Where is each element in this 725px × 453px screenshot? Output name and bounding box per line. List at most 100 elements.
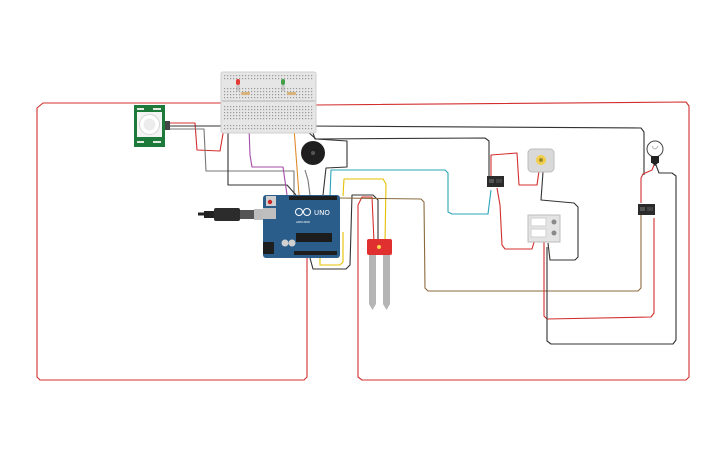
wire-grey-pir-signal[interactable] (170, 128, 295, 195)
wire-red-relay-bulb[interactable] (640, 164, 655, 203)
breadboard[interactable] (220, 71, 317, 134)
breadboard-hole (245, 128, 247, 130)
usb-cable-icon[interactable] (198, 208, 266, 221)
breadboard-hole (224, 97, 226, 99)
wire-black-bb-arduino[interactable] (227, 110, 297, 196)
pir-motion-sensor-icon[interactable] (134, 105, 170, 147)
wire-red-battery-relay[interactable] (543, 218, 655, 320)
breadboard-hole (227, 115, 229, 117)
breadboard-hole (260, 125, 262, 127)
breadboard-hole (227, 128, 229, 130)
breadboard-hole (308, 128, 310, 130)
breadboard-hole (260, 128, 262, 130)
relay-left-icon[interactable] (487, 176, 504, 187)
breadboard-hole (266, 125, 268, 127)
wire-black-battery-bulb[interactable] (546, 164, 677, 345)
breadboard-hole (239, 115, 241, 117)
breadboard-hole (248, 88, 250, 90)
breadboard-hole (236, 106, 238, 108)
breadboard-hole (305, 78, 307, 80)
arduino-uno-icon[interactable]: UNO ARDUINO (263, 195, 340, 258)
breadboard-hole (278, 88, 280, 90)
breadboard-hole (227, 88, 229, 90)
breadboard-hole (311, 128, 313, 130)
breadboard-hole (299, 91, 301, 93)
wire-black-right-rail[interactable] (303, 125, 645, 175)
breadboard-hole (245, 75, 247, 77)
breadboard-hole (266, 78, 268, 80)
breadboard-hole (263, 112, 265, 114)
wire-black-left-relay[interactable] (311, 129, 490, 178)
wire-brown-relay[interactable] (339, 197, 642, 292)
breadboard-hole (263, 94, 265, 96)
led-green[interactable] (281, 79, 285, 91)
breadboard-hole (266, 112, 268, 114)
battery-pack-icon[interactable] (527, 214, 561, 243)
breadboard-hole (251, 109, 253, 111)
breadboard-hole (248, 75, 250, 77)
wire-yellow-soil-b[interactable] (319, 232, 344, 266)
breadboard-hole (284, 97, 286, 99)
breadboard-hole (260, 75, 262, 77)
breadboard-hole (236, 75, 238, 77)
breadboard-hole (233, 78, 235, 80)
wire-red-pir-power[interactable] (170, 122, 225, 152)
relay-right-icon[interactable] (638, 204, 655, 215)
wire-red-right-loop[interactable] (314, 101, 690, 381)
breadboard-hole (281, 106, 283, 108)
breadboard-hole (281, 75, 283, 77)
breadboard-hole (284, 88, 286, 90)
breadboard-hole (284, 94, 286, 96)
resistor-left[interactable] (241, 92, 250, 95)
breadboard-hole (227, 78, 229, 80)
breadboard-hole (281, 109, 283, 111)
breadboard-hole (248, 115, 250, 117)
breadboard-hole (275, 115, 277, 117)
dc-motor-icon[interactable] (527, 148, 555, 173)
wire-black-buzzer[interactable] (299, 124, 348, 196)
soil-moisture-sensor-icon[interactable] (367, 239, 392, 310)
breadboard-hole (242, 118, 244, 120)
wire-grey-top[interactable] (304, 169, 311, 196)
breadboard-hole (257, 97, 259, 99)
breadboard-hole (263, 78, 265, 80)
breadboard-hole (290, 125, 292, 127)
wire-red-relay-motor[interactable] (490, 152, 540, 186)
breadboard-hole (311, 78, 313, 80)
piezo-buzzer-icon[interactable] (301, 141, 325, 165)
wire-black-soil[interactable] (309, 194, 379, 270)
breadboard-hole (227, 118, 229, 120)
wire-red-relay-battery[interactable] (496, 187, 536, 250)
wire-yellow-soil-a[interactable] (342, 178, 387, 243)
breadboard-hole (254, 91, 256, 93)
wire-black-pir-gnd[interactable] (170, 123, 227, 127)
breadboard-hole (260, 115, 262, 117)
breadboard-hole (293, 112, 295, 114)
breadboard-hole (275, 94, 277, 96)
breadboard-hole (272, 112, 274, 114)
resistor-right[interactable] (287, 92, 296, 95)
breadboard-hole (260, 94, 262, 96)
breadboard-hole (290, 91, 292, 93)
breadboard-hole (248, 97, 250, 99)
breadboard-hole (236, 88, 238, 90)
breadboard-hole (227, 97, 229, 99)
breadboard-hole (305, 118, 307, 120)
wire-black-motor-battery[interactable] (540, 171, 579, 261)
breadboard-hole (299, 88, 301, 90)
breadboard-hole (281, 97, 283, 99)
breadboard-hole (272, 78, 274, 80)
breadboard-hole (251, 115, 253, 117)
breadboard-hole (272, 106, 274, 108)
breadboard-hole (263, 115, 265, 117)
wire-red-left-loop[interactable] (36, 102, 308, 381)
breadboard-hole (239, 91, 241, 93)
led-red[interactable] (236, 79, 240, 91)
breadboard-hole (287, 78, 289, 80)
light-bulb-icon[interactable] (646, 140, 664, 166)
breadboard-hole (296, 78, 298, 80)
breadboard-hole (299, 125, 301, 127)
breadboard-hole (224, 125, 226, 127)
breadboard-hole (248, 91, 250, 93)
wire-cyan-relay[interactable] (329, 169, 492, 215)
